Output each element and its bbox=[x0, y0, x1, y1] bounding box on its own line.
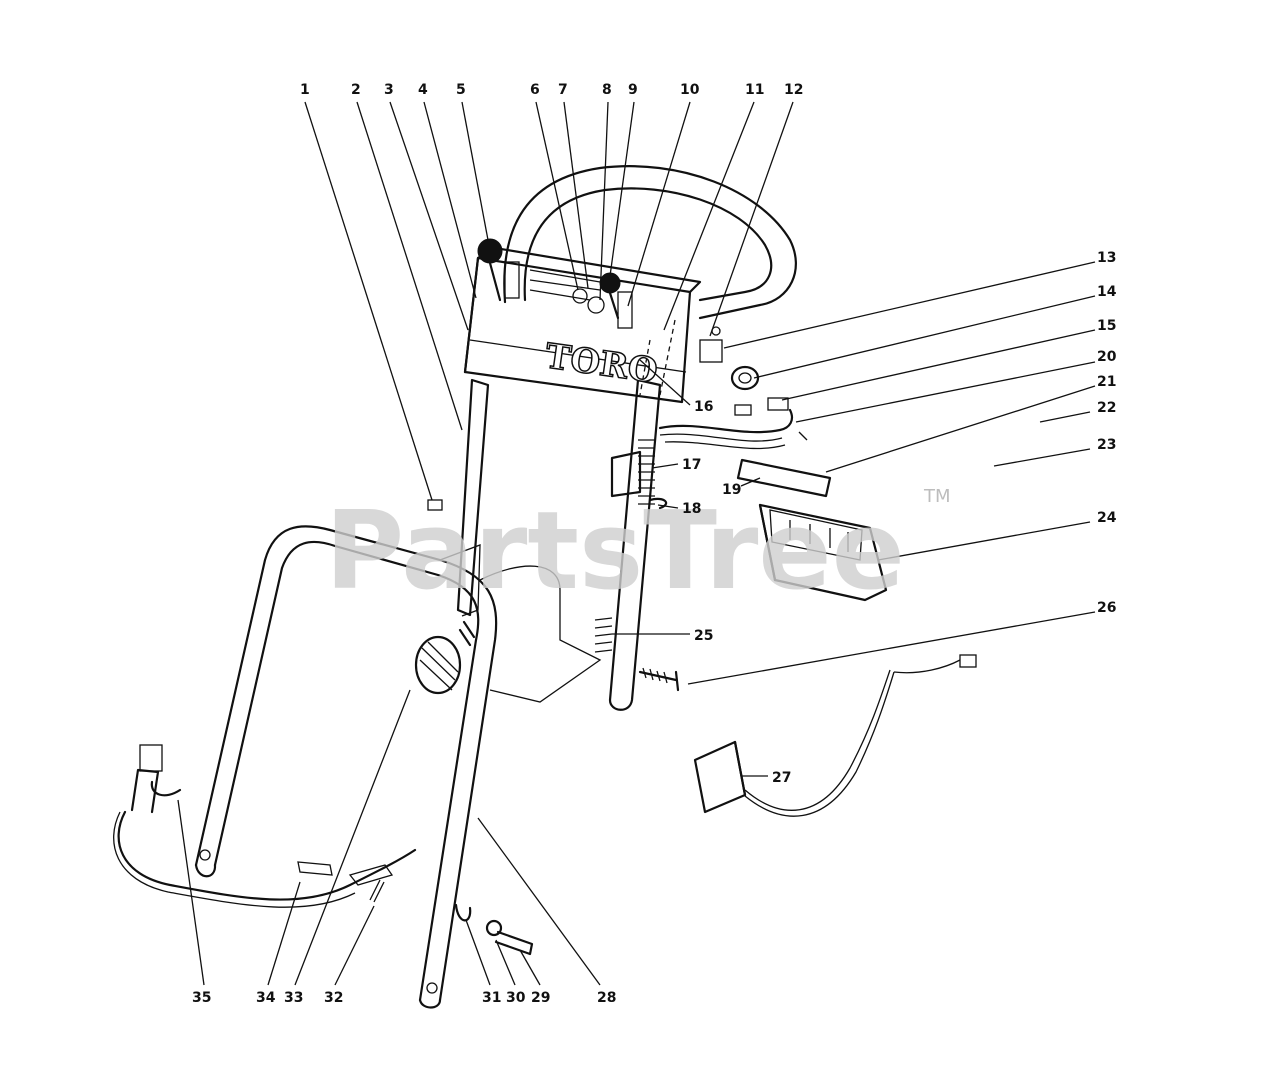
battery-charger bbox=[693, 654, 977, 817]
callout-13: 13 bbox=[1097, 250, 1116, 266]
callout-10: 10 bbox=[680, 82, 700, 98]
callout-20: 20 bbox=[1097, 349, 1117, 365]
callout-3: 3 bbox=[384, 82, 394, 98]
toro-logo: TORO bbox=[543, 336, 660, 391]
callout-9: 9 bbox=[628, 82, 638, 98]
callout-2: 2 bbox=[351, 82, 361, 98]
leader-lines bbox=[177, 101, 1096, 986]
callout-33: 33 bbox=[284, 990, 303, 1006]
callout-14: 14 bbox=[1097, 284, 1117, 300]
callout-12: 12 bbox=[784, 82, 803, 98]
callout-26: 26 bbox=[1097, 600, 1116, 616]
callout-27: 27 bbox=[772, 770, 791, 786]
callout-1: 1 bbox=[300, 82, 310, 98]
callout-4: 4 bbox=[418, 82, 428, 98]
callout-7: 7 bbox=[558, 82, 568, 98]
callout-35: 35 bbox=[192, 990, 211, 1006]
key-switch bbox=[730, 365, 760, 391]
callout-28: 28 bbox=[597, 990, 616, 1006]
callout-34: 34 bbox=[256, 990, 276, 1006]
callout-30: 30 bbox=[506, 990, 526, 1006]
callout-8: 8 bbox=[602, 82, 612, 98]
callout-21: 21 bbox=[1097, 374, 1116, 390]
callout-17: 17 bbox=[682, 457, 701, 473]
battery bbox=[758, 503, 888, 602]
callout-5: 5 bbox=[456, 82, 466, 98]
callout-11: 11 bbox=[745, 82, 764, 98]
handle-knob bbox=[414, 635, 462, 695]
callout-15: 15 bbox=[1097, 318, 1116, 334]
callout-23: 23 bbox=[1097, 437, 1116, 453]
watermark-text: PartsTree bbox=[325, 489, 905, 614]
callout-25: 25 bbox=[694, 628, 713, 644]
callout-32: 32 bbox=[324, 990, 343, 1006]
callout-19: 19 bbox=[722, 482, 741, 498]
callout-29: 29 bbox=[531, 990, 550, 1006]
callout-24: 24 bbox=[1097, 510, 1117, 526]
callout-31: 31 bbox=[482, 990, 501, 1006]
callout-18: 18 bbox=[682, 501, 701, 517]
control-panel: TORO bbox=[463, 246, 702, 404]
callout-22: 22 bbox=[1097, 400, 1116, 416]
callout-16: 16 bbox=[694, 399, 713, 415]
callout-6: 6 bbox=[530, 82, 540, 98]
throttle-knob bbox=[477, 238, 503, 264]
watermark: PartsTree TM bbox=[325, 486, 951, 614]
watermark-tm: TM bbox=[923, 486, 951, 507]
callout-labels: 1 2 3 4 5 6 7 8 9 10 11 12 13 14 15 20 2… bbox=[192, 82, 1117, 1006]
